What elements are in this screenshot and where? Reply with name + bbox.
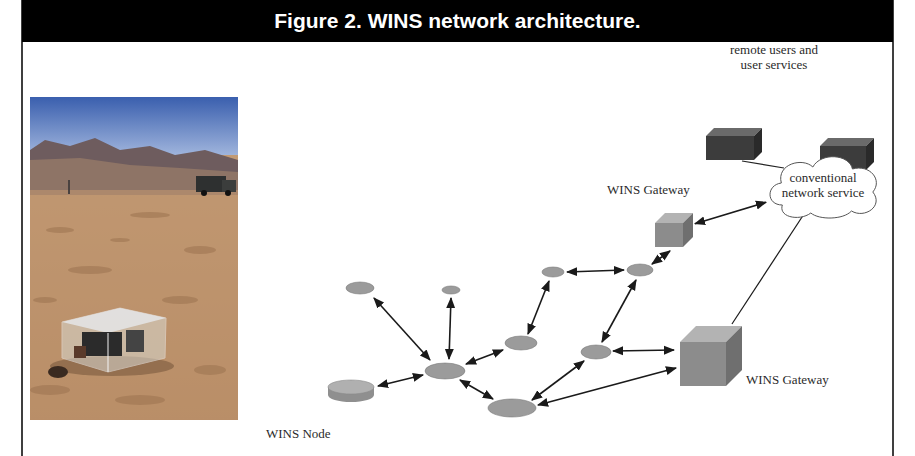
radio-links xyxy=(374,251,676,405)
radio-links xyxy=(378,375,423,386)
sensor-disks xyxy=(442,286,460,294)
remote-user-box xyxy=(866,138,874,170)
sensor-disks xyxy=(425,363,465,379)
photo-ground-texture xyxy=(30,212,226,405)
sensor-node: WINS Node xyxy=(328,380,374,402)
gateway-block xyxy=(655,213,693,247)
photo-vehicle xyxy=(201,190,207,196)
gateway-front xyxy=(655,223,683,247)
photo-ground-texture xyxy=(162,296,198,304)
radio-links xyxy=(567,270,624,272)
remote-user-box xyxy=(706,136,754,160)
photo-ground xyxy=(30,97,238,420)
sensor-device xyxy=(62,308,166,333)
sensor-device xyxy=(48,366,68,378)
photo-ground-texture xyxy=(33,297,57,303)
sensor-device xyxy=(82,332,122,356)
radio-links xyxy=(613,350,674,351)
photo-vehicle xyxy=(196,176,226,192)
photo-ground-texture xyxy=(194,365,226,375)
photo-ground-texture xyxy=(68,266,112,274)
photo-post xyxy=(68,180,70,194)
photo-ground-tone xyxy=(30,190,238,420)
sensor-disks xyxy=(581,345,611,359)
photo-ground-texture xyxy=(115,395,165,405)
node-label: WINS Node xyxy=(266,426,331,441)
node-disk xyxy=(328,380,374,402)
gateway-front xyxy=(680,342,726,386)
sensor-disks xyxy=(627,264,653,276)
remote-user-box xyxy=(820,138,874,146)
field-photo xyxy=(30,97,238,420)
radio-links xyxy=(374,298,430,360)
gateway-side xyxy=(726,326,742,386)
network-link xyxy=(695,202,766,223)
network-link xyxy=(732,216,803,324)
radio-links xyxy=(528,281,549,334)
cloud-path xyxy=(770,157,876,218)
sensor-device xyxy=(108,333,109,372)
sensor-device xyxy=(126,330,144,352)
photo-ground-texture xyxy=(30,385,70,395)
gateway-side xyxy=(683,213,693,247)
radio-links xyxy=(602,280,636,342)
radio-links xyxy=(652,251,670,264)
remote-user-box xyxy=(754,128,762,160)
sensor-device xyxy=(48,308,174,378)
photo-ground-texture xyxy=(184,246,216,254)
cloud-text-area: conventional network service xyxy=(762,150,884,220)
gateway-node: WINS Gateway xyxy=(680,326,742,386)
disk-top xyxy=(328,380,374,394)
sensor-device xyxy=(62,308,166,372)
sensor-device xyxy=(74,346,86,358)
photo-vehicle xyxy=(196,176,236,196)
annotation-label: remote users and user services xyxy=(722,42,826,72)
photo-ground-texture xyxy=(110,238,130,242)
sensor-disks xyxy=(346,282,374,294)
photo-vehicle xyxy=(225,190,231,196)
remote-user-box xyxy=(706,128,762,160)
sensor-disks xyxy=(488,399,536,417)
radio-links xyxy=(538,368,676,405)
network-cloud: conventional network service xyxy=(762,150,884,220)
photo-ground-texture xyxy=(130,212,170,218)
figure-frame xyxy=(22,0,893,456)
gateway-node: WINS Gateway xyxy=(655,213,693,247)
remote-user-box xyxy=(706,128,762,136)
gateway-label: WINS Gateway xyxy=(746,372,829,387)
header-bar: Figure 2. WINS network architecture. xyxy=(22,0,893,42)
photo-ground-texture xyxy=(46,227,74,233)
cloud-label: conventional network service xyxy=(775,170,871,200)
gateway-block xyxy=(680,326,742,386)
photo-hills xyxy=(30,158,238,195)
radio-links xyxy=(449,298,451,359)
gateway-label: WINS Gateway xyxy=(607,182,690,197)
sensor-disks xyxy=(346,264,653,417)
user-link xyxy=(742,161,784,168)
radio-links xyxy=(466,350,503,364)
sensor-disks xyxy=(505,336,537,350)
figure-title: Figure 2. WINS network architecture. xyxy=(274,9,640,33)
sensor-disks xyxy=(542,267,564,277)
radio-links xyxy=(460,380,493,399)
